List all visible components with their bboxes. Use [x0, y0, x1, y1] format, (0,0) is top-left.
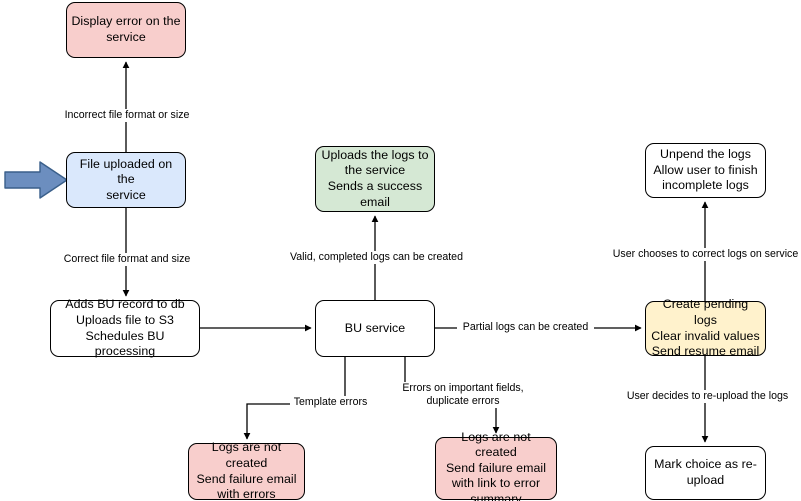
node-display-error[interactable]: Display error on the service [66, 2, 186, 58]
entry-block-arrow [4, 161, 68, 199]
node-uploads-logs[interactable]: Uploads the logs to the service Sends a … [315, 146, 435, 212]
node-unpend-logs[interactable]: Unpend the logs Allow user to finish inc… [645, 143, 766, 198]
node-file-uploaded[interactable]: File uploaded on the service [66, 152, 186, 208]
node-logs-not-created-summary[interactable]: Logs are not created Send failure email … [435, 430, 557, 501]
edge-label-user-reuploads-logs: User decides to re-upload the logs [618, 390, 797, 404]
edge-label-user-corrects-logs: User chooses to correct logs on service [608, 248, 801, 262]
node-logs-not-created-template[interactable]: Logs are not created Send failure email … [188, 440, 305, 501]
node-mark-choice-reupload[interactable]: Mark choice as re- upload [645, 446, 766, 500]
edge-label-errors-important-fields: Errors on important fields, duplicate er… [397, 382, 529, 409]
edge-label-valid-logs: Valid, completed logs can be created [285, 251, 468, 265]
node-create-pending-logs[interactable]: Create pending logs Clear invalid values… [645, 297, 766, 358]
node-bu-service[interactable]: BU service [315, 300, 435, 357]
node-adds-bu-record[interactable]: Adds BU record to db Uploads file to S3 … [50, 297, 200, 358]
edge-label-incorrect-format: Incorrect file format or size [59, 109, 195, 123]
edge-label-template-errors: Template errors [290, 396, 371, 410]
edge-label-partial-logs: Partial logs can be created [457, 321, 594, 335]
edge-label-correct-format: Correct file format and size [58, 253, 196, 267]
